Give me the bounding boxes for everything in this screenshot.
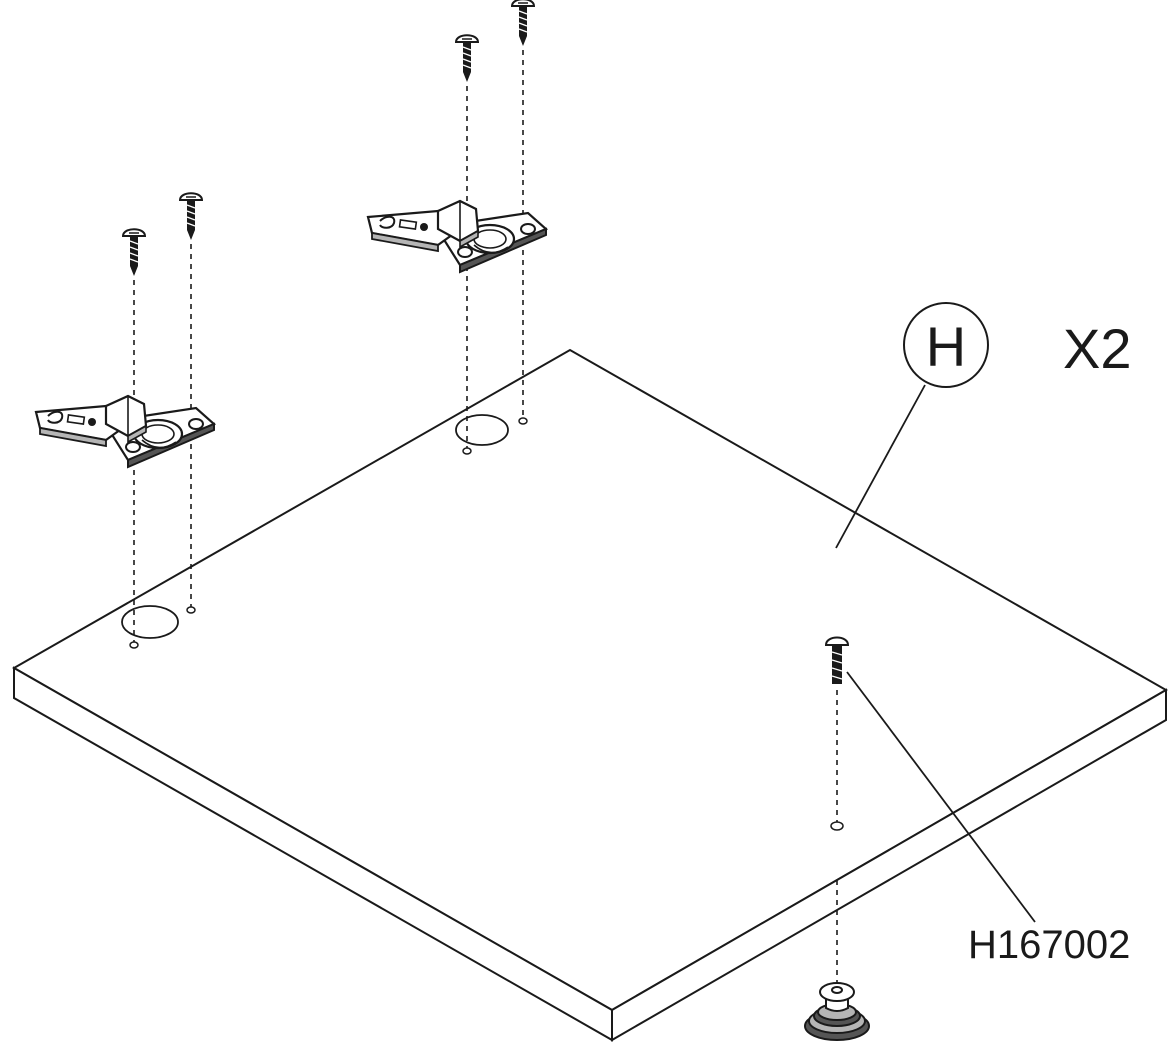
screw-icon [455, 34, 479, 83]
cup-hole-right [455, 414, 509, 446]
cup-hole-left [121, 605, 179, 639]
door-panel [11, 348, 1169, 1042]
screw-icon [122, 228, 146, 277]
part-letter: H [926, 315, 966, 378]
quantity-label: X2 [1063, 317, 1132, 380]
part-number-leader [846, 671, 1036, 923]
screw-icon [179, 192, 203, 241]
hinge-icon [34, 394, 216, 469]
screw-icon [511, 0, 535, 47]
pilot-holes [129, 417, 844, 831]
knob-icon [804, 982, 870, 1041]
part-callout: H [835, 302, 989, 549]
screw-icon [824, 636, 850, 684]
part-number-label: H167002 [968, 923, 1130, 967]
hinge-icon [366, 199, 548, 274]
